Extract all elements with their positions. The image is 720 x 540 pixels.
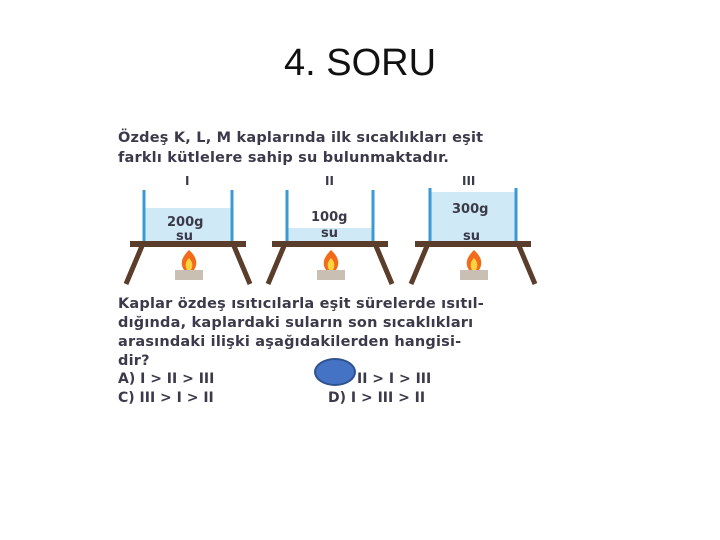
question-prompt-line-1: Kaplar özdeş ısıtıcılarla eşit sürelerde… <box>118 296 485 312</box>
answer-marker-dot <box>314 358 356 386</box>
option-b[interactable]: II > I > III <box>357 371 432 387</box>
option-d[interactable]: D) I > III > II <box>328 390 426 406</box>
water-1 <box>144 208 232 242</box>
container-3-mass: 300g <box>452 202 488 217</box>
stand-top-3 <box>415 241 531 247</box>
water-3 <box>430 192 516 242</box>
container-1-substance: su <box>176 229 193 244</box>
water-2 <box>287 228 373 242</box>
container-3-substance: su <box>463 229 480 244</box>
heating-setup-illustration: 200g su 100g su 300g su <box>123 188 538 285</box>
question-prompt-line-3: arasındaki ilişki aşağıdakilerden hangis… <box>118 334 462 350</box>
stand-top-2 <box>272 241 388 247</box>
question-prompt-line-2: dığında, kaplardaki suların son sıcaklık… <box>118 315 474 331</box>
container-1 <box>123 190 253 285</box>
stand-top-1 <box>130 241 246 247</box>
slide-title: 4. SORU <box>283 42 437 84</box>
container-1-mass: 200g <box>167 215 203 230</box>
question-prompt-line-4: dir? <box>118 353 150 369</box>
container-2-mass: 100g <box>311 210 347 225</box>
question-intro-line-2: farklı kütlelere sahip su bulunmaktadır. <box>118 150 450 166</box>
option-a[interactable]: A) I > II > III <box>118 371 215 387</box>
option-c[interactable]: C) III > I > II <box>118 390 214 406</box>
container-2-roman: II <box>325 174 334 188</box>
container-2-substance: su <box>321 226 338 241</box>
container-3-roman: III <box>462 174 476 188</box>
container-2 <box>265 190 395 285</box>
question-intro-line-1: Özdeş K, L, M kaplarında ilk sıcaklıklar… <box>118 130 484 146</box>
container-1-roman: I <box>185 174 190 188</box>
container-3 <box>408 188 538 285</box>
